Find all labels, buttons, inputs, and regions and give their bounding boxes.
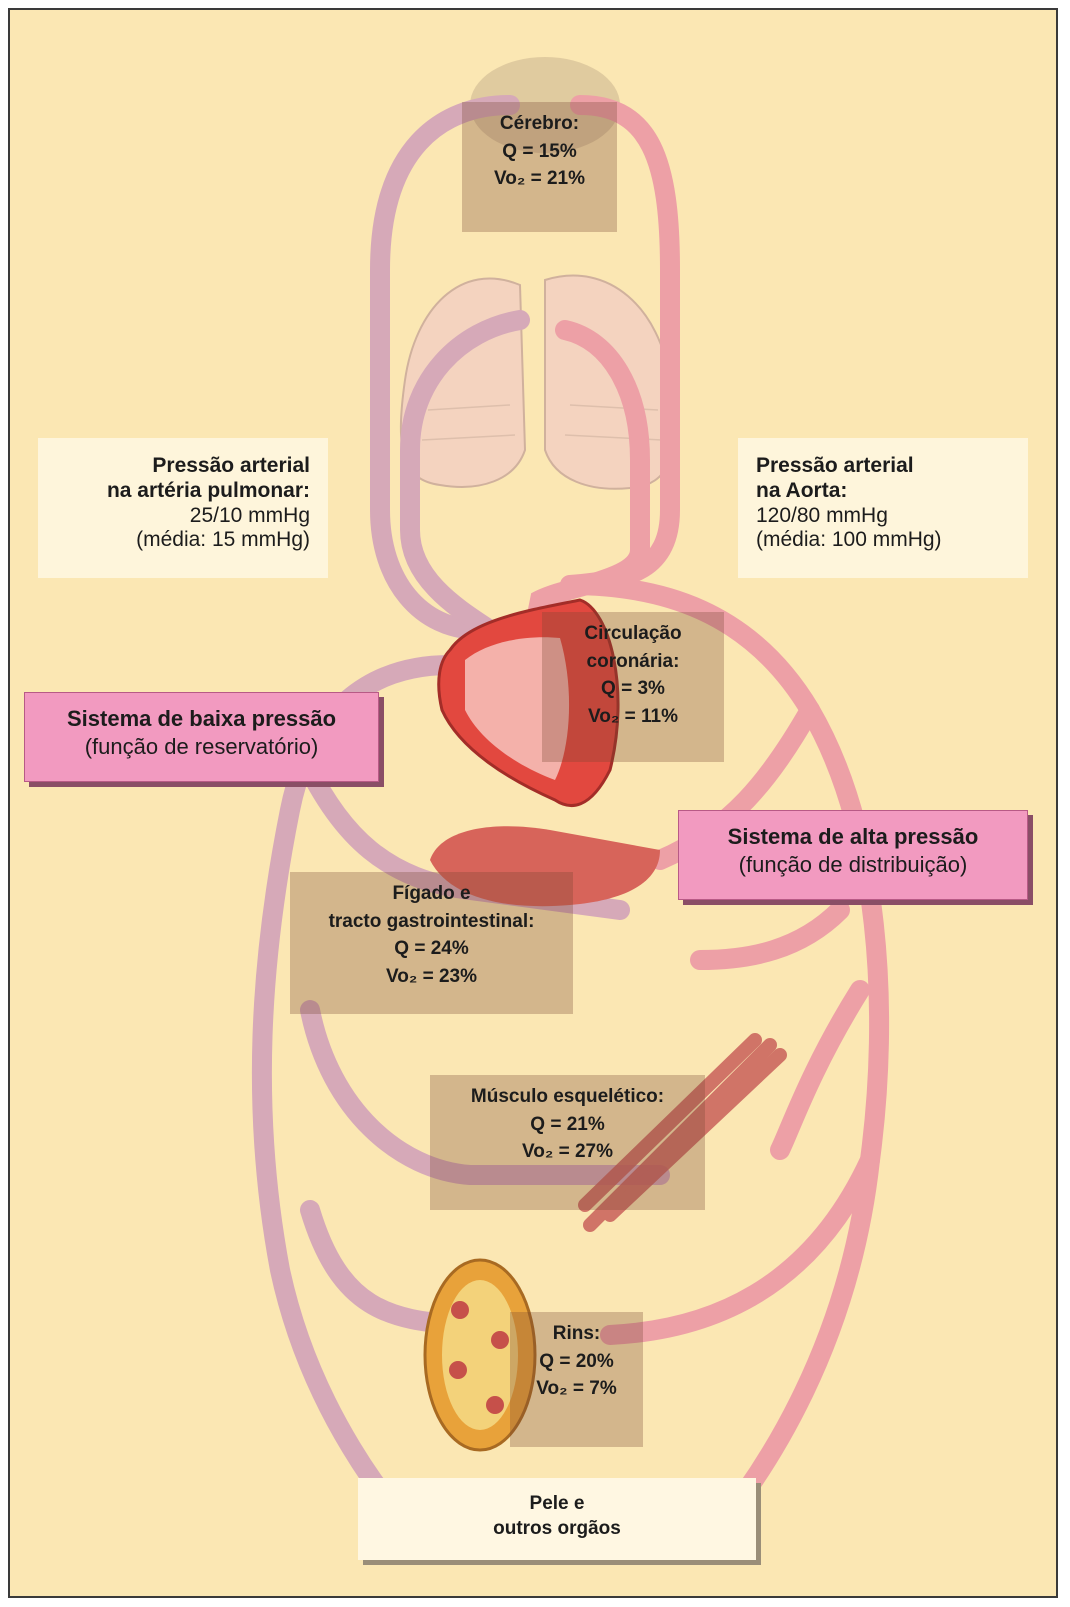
brain-q: Q = 15% (462, 138, 617, 166)
liver-label-1: Fígado e (290, 880, 573, 908)
coronary-label-2: coronária: (542, 648, 724, 676)
liver-box: Fígado e tracto gastrointestinal: Q = 24… (290, 872, 573, 1014)
diagram-frame: Cérebro: Q = 15% Vo₂ = 21% Circulação co… (8, 8, 1058, 1598)
muscle-box: Músculo esquelético: Q = 21% Vo₂ = 27% (430, 1075, 705, 1210)
aorta-pressure-value: 120/80 mmHg (756, 504, 1010, 529)
aorta-pressure-title-2: na Aorta: (756, 479, 1010, 504)
coronary-label-1: Circulação (542, 620, 724, 648)
pulmonary-pressure-mean: (média: 15 mmHg) (56, 528, 310, 553)
brain-label: Cérebro: (462, 110, 617, 138)
low-pressure-subtitle: (função de reservatório) (35, 733, 368, 761)
skin-label-1: Pele e (368, 1492, 746, 1517)
muscle-q: Q = 21% (430, 1111, 705, 1139)
kidneys-label: Rins: (510, 1320, 643, 1348)
high-pressure-subtitle: (função de distribuição) (689, 851, 1017, 879)
coronary-box: Circulação coronária: Q = 3% Vo₂ = 11% (542, 612, 724, 762)
coronary-vo2: Vo₂ = 11% (542, 703, 724, 731)
skin-label-2: outros orgãos (368, 1517, 746, 1542)
pulmonary-pressure-title-2: na artéria pulmonar: (56, 479, 310, 504)
pulmonary-pressure-panel: Pressão arterial na artéria pulmonar: 25… (38, 438, 328, 578)
brain-box: Cérebro: Q = 15% Vo₂ = 21% (462, 102, 617, 232)
aorta-pressure-title-1: Pressão arterial (756, 454, 1010, 479)
coronary-q: Q = 3% (542, 675, 724, 703)
brain-vo2: Vo₂ = 21% (462, 165, 617, 193)
aorta-pressure-mean: (média: 100 mmHg) (756, 528, 1010, 553)
aorta-pressure-panel: Pressão arterial na Aorta: 120/80 mmHg (… (738, 438, 1028, 578)
high-pressure-title: Sistema de alta pressão (689, 823, 1017, 851)
liver-q: Q = 24% (290, 935, 573, 963)
liver-label-2: tracto gastrointestinal: (290, 908, 573, 936)
muscle-label: Músculo esquelético: (430, 1083, 705, 1111)
pulmonary-pressure-title-1: Pressão arterial (56, 454, 310, 479)
low-pressure-system-label: Sistema de baixa pressão (função de rese… (24, 692, 379, 782)
skin-other-organs-box: Pele e outros orgãos (358, 1478, 756, 1560)
kidneys-vo2: Vo₂ = 7% (510, 1375, 643, 1403)
pulmonary-pressure-value: 25/10 mmHg (56, 504, 310, 529)
kidneys-q: Q = 20% (510, 1348, 643, 1376)
muscle-vo2: Vo₂ = 27% (430, 1138, 705, 1166)
low-pressure-title: Sistema de baixa pressão (35, 705, 368, 733)
liver-vo2: Vo₂ = 23% (290, 963, 573, 991)
kidneys-box: Rins: Q = 20% Vo₂ = 7% (510, 1312, 643, 1447)
high-pressure-system-label: Sistema de alta pressão (função de distr… (678, 810, 1028, 900)
